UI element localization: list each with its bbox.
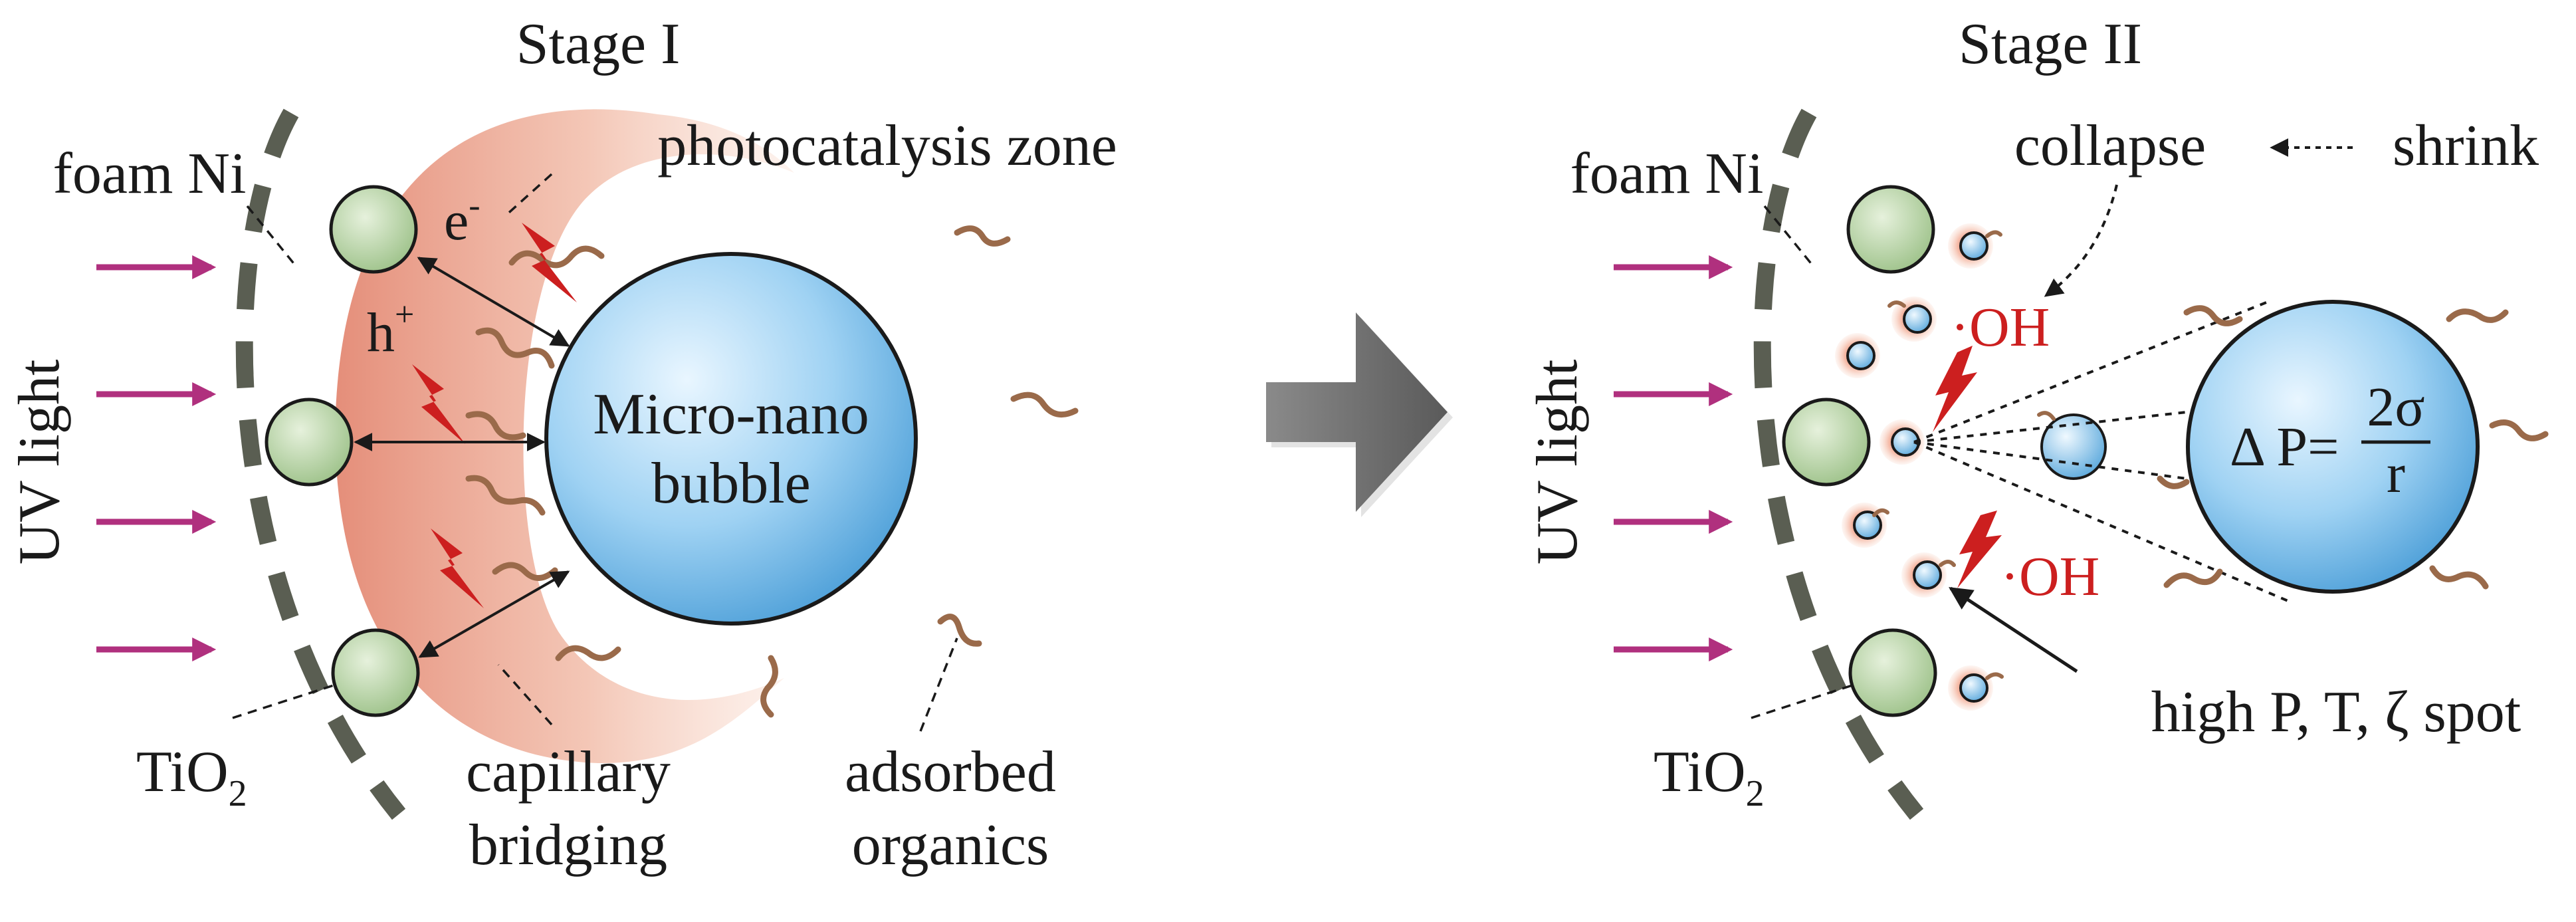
collapse-label: collapse xyxy=(2014,114,2206,178)
organic-strand xyxy=(2446,308,2509,323)
small-bubble xyxy=(1913,560,1942,590)
stage-1-tio2-label: TiO2 xyxy=(136,740,247,814)
stage-2-organics xyxy=(2157,305,2549,590)
organic-strand xyxy=(2037,411,2056,421)
shrink-line xyxy=(1913,301,2267,443)
equation-left: Δ P= xyxy=(2230,416,2339,478)
organic-strand xyxy=(465,475,546,516)
small-bubble xyxy=(1959,673,1988,703)
organic-strand xyxy=(937,614,982,647)
medium-bubble xyxy=(2040,413,2107,480)
organic-strand xyxy=(954,225,1011,247)
stage-2-foam-ni-label: foam Ni xyxy=(1570,142,1764,206)
tio2-particle xyxy=(329,185,418,274)
leader-line xyxy=(1751,683,1855,719)
bubble-label-line1: Micro-nano xyxy=(593,382,869,447)
photocatalysis-zone-label: photocatalysis zone xyxy=(657,114,1117,178)
equation-denominator: r xyxy=(2387,443,2405,505)
small-bubble xyxy=(1846,341,1876,370)
capillary-label-line1: capillary xyxy=(466,740,671,804)
organic-strand xyxy=(1872,508,1889,517)
leader-line xyxy=(497,663,553,726)
shrink-lines xyxy=(1913,301,2290,603)
hotspot-arrow xyxy=(1949,586,2078,673)
radical-oh-bottom: ·OH xyxy=(2000,546,2099,608)
shrink-line xyxy=(1913,411,2187,443)
capillary-arrow xyxy=(418,570,570,658)
stage-2-organic-tails xyxy=(1872,230,2056,680)
laplace-equation: Δ P= 2σ r xyxy=(2230,376,2430,505)
equation-numerator: 2σ xyxy=(2367,376,2424,438)
lightning-bolt-icon xyxy=(1957,511,2002,588)
stage-2-title: Stage II xyxy=(1959,12,2142,76)
tio2-particle xyxy=(331,628,420,717)
radical-oh-top: ·OH xyxy=(1951,296,2050,358)
stage-2-panel: Stage II UV light xyxy=(1525,12,2549,820)
lightning-bolt-icon xyxy=(1933,346,1977,432)
leader-line xyxy=(504,173,553,217)
tio2-particle xyxy=(1782,398,1871,487)
capillary-arrow xyxy=(417,257,570,347)
tio2-particle xyxy=(1846,185,1935,274)
stage-2-foam-ni-arc xyxy=(1753,108,1924,820)
stage-1-panel: Stage I UV light xyxy=(7,12,1117,877)
small-bubble xyxy=(1959,231,1988,261)
stage-1-uv-label: UV light xyxy=(7,360,72,565)
stage-2-uv-arrows xyxy=(1614,255,1733,661)
electron-label: e- xyxy=(444,187,481,252)
bubble-label-line2: bubble xyxy=(651,451,811,516)
organic-strand xyxy=(1985,672,2004,680)
shrink-line xyxy=(1913,441,2290,603)
lightning-bolt-icon xyxy=(522,223,577,302)
leader-line xyxy=(232,683,336,719)
leader-line xyxy=(919,637,958,732)
collapse-arrow xyxy=(2044,184,2118,297)
hotspot-label: high P, T, ζ spot xyxy=(2151,680,2521,745)
large-bubble xyxy=(2186,300,2480,594)
organic-strand xyxy=(760,655,778,718)
organic-strand xyxy=(2163,568,2223,588)
lightning-bolt-icon xyxy=(431,528,484,608)
shrink-label: shrink xyxy=(2393,114,2539,178)
stage-1-foam-ni-label: foam Ni xyxy=(53,142,247,206)
hole-label: h+ xyxy=(367,296,414,364)
organic-strand xyxy=(1939,560,1956,567)
organic-strand xyxy=(2183,305,2243,326)
shrink-line xyxy=(1913,441,2187,480)
leader-line xyxy=(246,205,297,267)
small-bubble xyxy=(1903,304,1932,334)
lightning-bolt-icon xyxy=(412,364,465,444)
tio2-particle xyxy=(1848,628,1937,717)
organic-strand xyxy=(1887,300,1906,308)
organic-strand xyxy=(1985,230,2002,238)
tio2-particle xyxy=(265,398,354,487)
stage-1-leader-lines xyxy=(232,173,958,732)
organic-strand xyxy=(2157,475,2190,489)
adsorbed-label-line1: adsorbed xyxy=(845,740,1056,804)
leader-line xyxy=(1763,205,1814,267)
adsorbed-label-line2: organics xyxy=(852,813,1049,877)
right-block-arrow-icon xyxy=(1266,312,1453,517)
organic-strand xyxy=(2429,565,2489,590)
stage-2-uv-label: UV light xyxy=(1525,360,1590,565)
stage-1-uv-arrows xyxy=(96,255,217,661)
stage-2-leader-lines xyxy=(1751,205,1855,719)
stage-1-foam-ni-arc xyxy=(235,108,406,820)
organic-strand xyxy=(1010,392,1079,418)
stage-1-title: Stage I xyxy=(516,12,681,76)
small-bubble xyxy=(1853,511,1882,540)
capillary-label-line2: bridging xyxy=(469,813,667,877)
micro-nano-bubble xyxy=(544,252,918,626)
stage-2-tio2-label: TiO2 xyxy=(1654,740,1765,814)
organic-strand xyxy=(2489,419,2549,441)
